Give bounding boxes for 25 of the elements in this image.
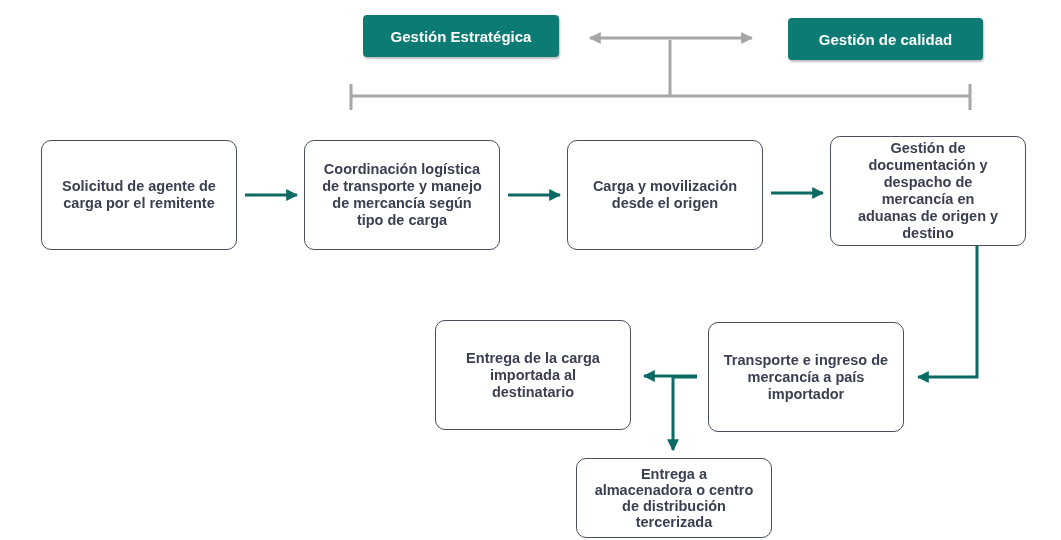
arrow xyxy=(771,187,825,199)
step-label: Carga y movilización desde el origen xyxy=(591,178,739,212)
process-box xyxy=(304,140,500,250)
process-box xyxy=(567,140,763,250)
process-box xyxy=(830,136,1026,246)
step-label: Entrega de la carga importada al destinatario xyxy=(465,349,601,401)
arrow xyxy=(916,246,979,383)
process-box xyxy=(576,458,772,538)
header-box xyxy=(363,15,559,57)
step-label: Coordinación logística de transporte y manejo de mercancía según tipo de carga xyxy=(321,161,483,229)
process-box xyxy=(41,140,237,250)
arrow xyxy=(667,375,697,452)
process-box xyxy=(708,322,904,432)
arrow xyxy=(588,32,754,44)
arrow xyxy=(508,189,562,201)
arrow xyxy=(642,370,697,382)
step-label: Transporte e ingreso de mercancía a país importador xyxy=(722,351,890,403)
process-box xyxy=(435,320,631,430)
header-label: Gestión Estratégica xyxy=(390,27,532,45)
step-label: Gestión de documentación y despacho de mercancía en aduanas de origen y destino xyxy=(856,140,1000,242)
header-label: Gestión de calidad xyxy=(818,30,953,48)
arrow xyxy=(245,189,299,201)
step-label: Solicitud de agente de carga por el remitente xyxy=(61,178,217,212)
step-label: Entrega a almacenadora o centro de distribución tercerizada xyxy=(593,466,755,530)
header-box xyxy=(788,18,983,60)
